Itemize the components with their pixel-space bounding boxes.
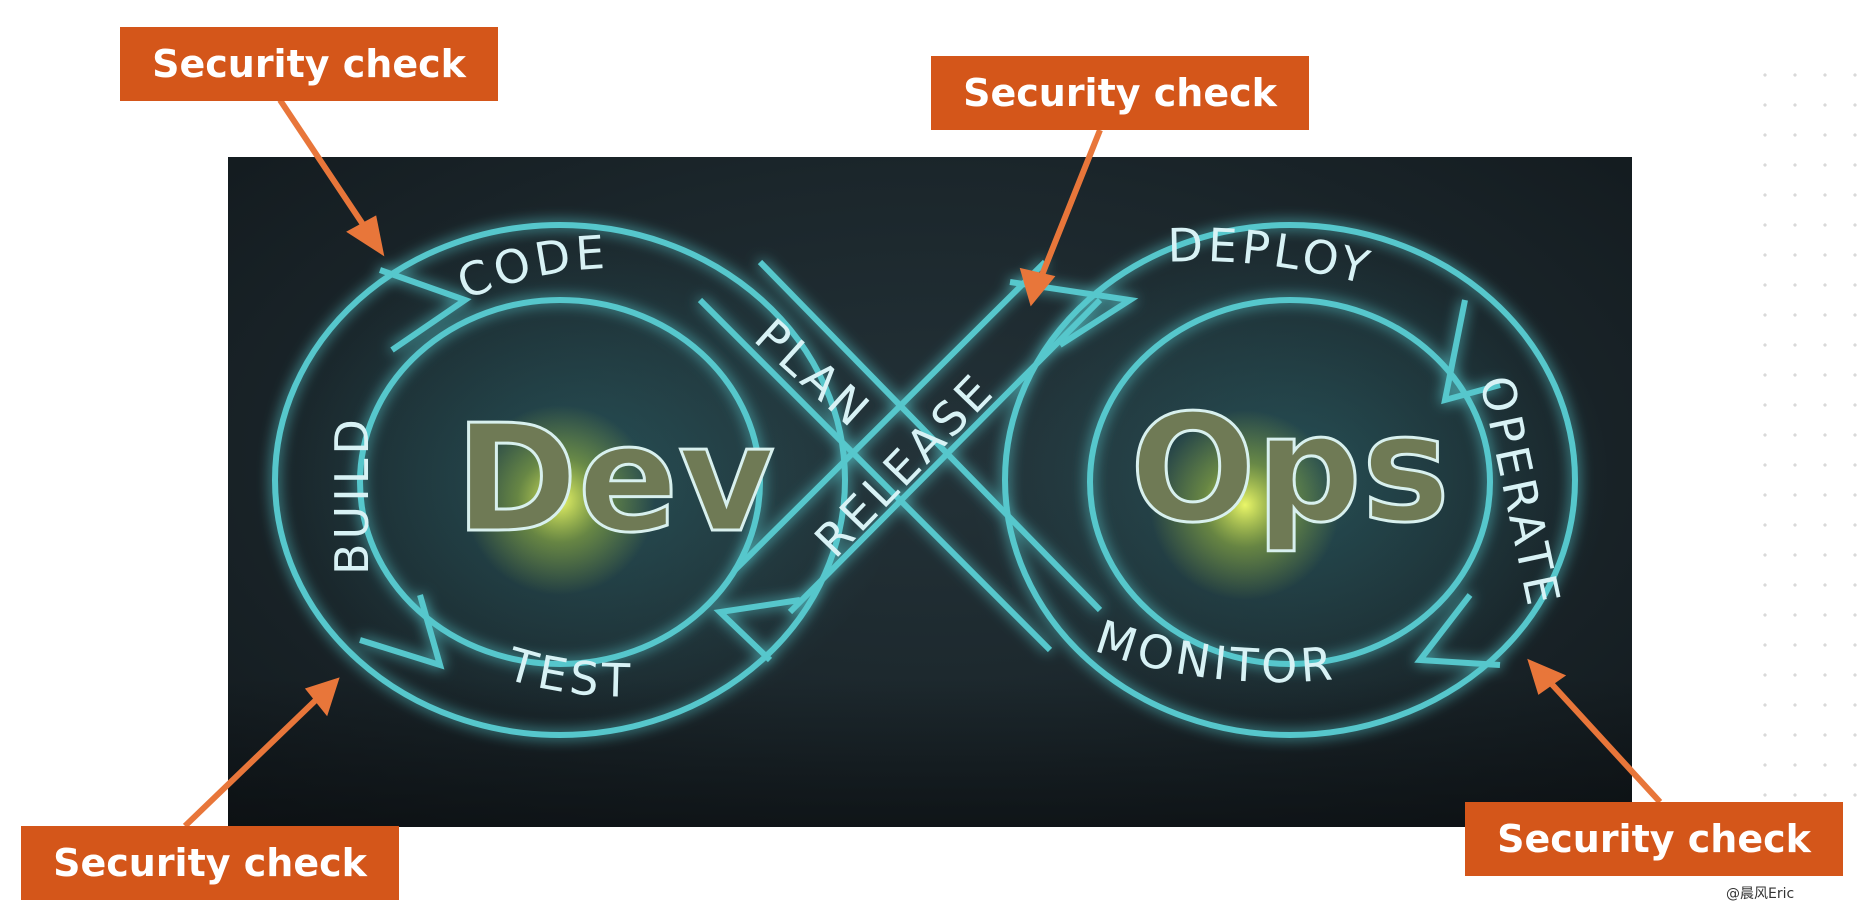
arrow-head-operate xyxy=(1441,299,1501,405)
left-loop-outer xyxy=(272,222,848,738)
security-check-callout-top-center: Security check xyxy=(931,56,1309,130)
callout-arrows xyxy=(182,98,1663,829)
dev-glow xyxy=(465,405,655,595)
arrow-top-left-head xyxy=(346,215,385,257)
arrow-head-test xyxy=(359,594,445,670)
security-check-callout-bottom-right: Security check xyxy=(1465,802,1843,876)
watermark: @晨风Eric xyxy=(1722,882,1799,904)
ops-word: Ops xyxy=(1130,383,1450,555)
arrow-bottom-right xyxy=(1545,677,1663,805)
arrow-top-left xyxy=(277,98,371,234)
release-band xyxy=(732,259,1103,615)
arrow-head-code xyxy=(379,267,472,353)
arrow-top-center xyxy=(1037,128,1103,282)
infinity-loop xyxy=(272,222,1578,738)
left-loop-inner xyxy=(357,297,763,667)
arrow-top-center-head xyxy=(1019,267,1056,307)
arrow-bottom-right-head xyxy=(1527,658,1567,695)
arrow-head-deploy xyxy=(1009,279,1139,348)
security-check-callout-bottom-left: Security check xyxy=(21,826,399,900)
ops-glow xyxy=(1150,410,1340,600)
security-check-callout-top-left: Security check xyxy=(120,27,498,101)
stage-build: BUILD xyxy=(325,415,379,575)
arrow-head-monitor xyxy=(1414,593,1501,668)
plan-band xyxy=(697,259,1103,653)
arrow-bottom-left xyxy=(182,693,323,829)
dot-pattern xyxy=(1750,60,1860,820)
right-loop-inner xyxy=(1087,297,1493,667)
right-loop-outer xyxy=(1002,222,1578,738)
arrow-bottom-left-head xyxy=(304,677,340,717)
dev-word: Dev xyxy=(455,393,775,565)
arrow-head-release xyxy=(713,597,801,663)
